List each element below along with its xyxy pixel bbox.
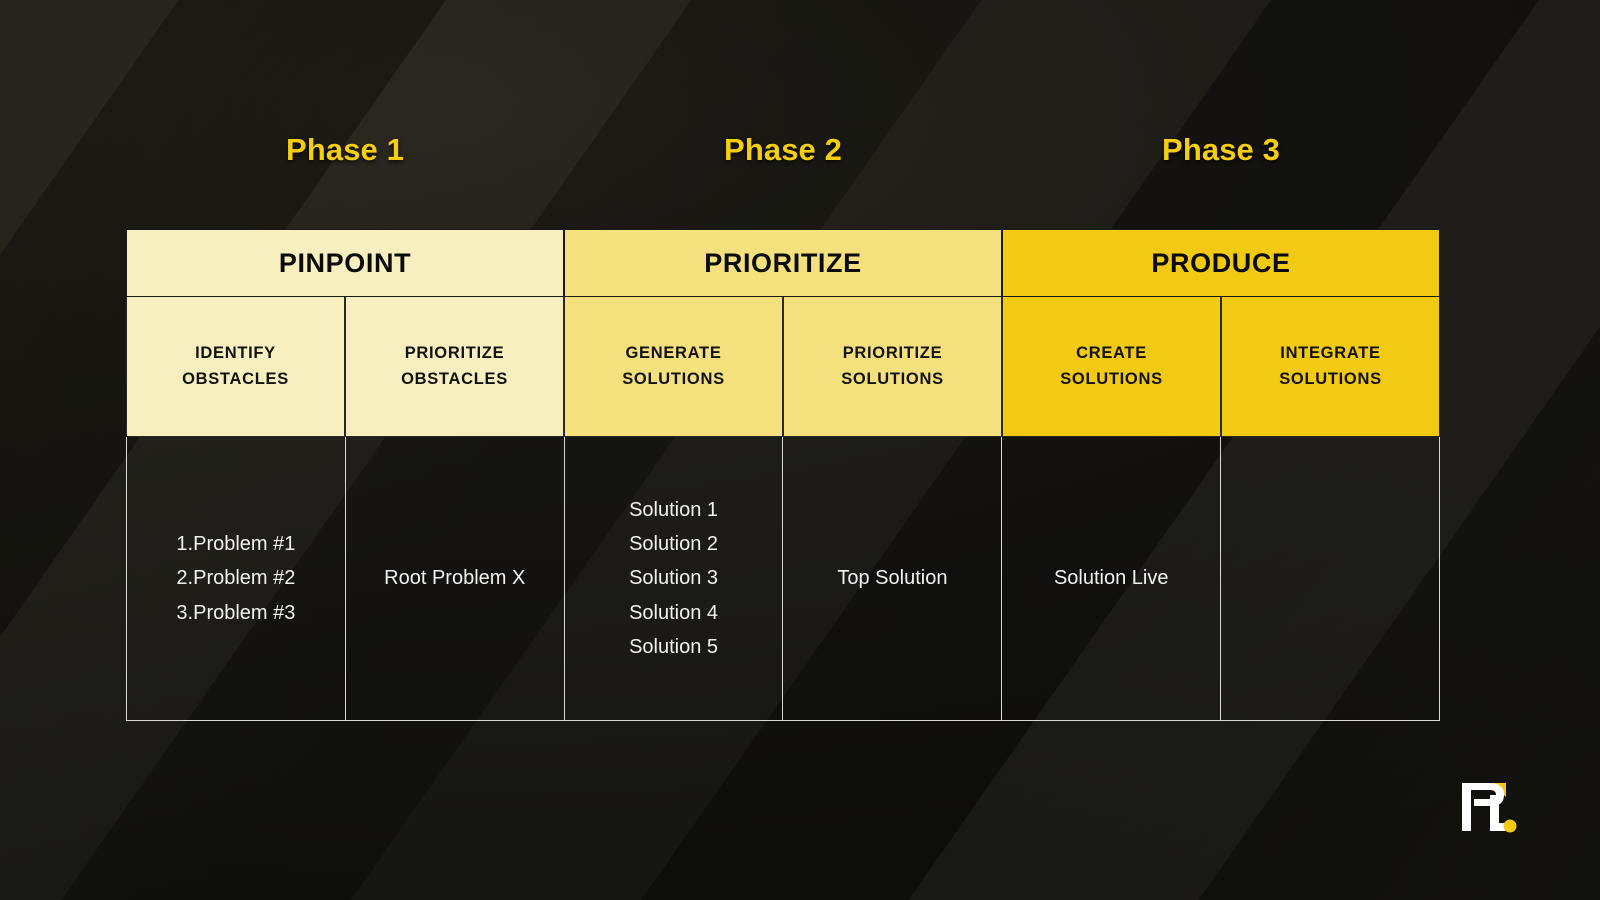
sub-header-line-1: IDENTIFY	[195, 343, 276, 362]
solution-live-label: Solution Live	[1053, 567, 1169, 590]
list-item-number: 3.	[176, 601, 194, 624]
logo-dot-accent	[1503, 819, 1517, 833]
sub-header-line-2: OBSTACLES	[182, 369, 289, 388]
logo-letter-l	[1490, 795, 1514, 831]
cell-identify-obstacles: 1.Problem #1 2.Problem #2 3.Problem #3	[126, 437, 346, 721]
sub-header-row: IDENTIFY OBSTACLES PRIORITIZE OBSTACLES …	[126, 297, 1440, 437]
cell-generate-solutions: Solution 1 Solution 2 Solution 3 Solutio…	[564, 437, 784, 721]
list-item: 1.Problem #1	[176, 527, 295, 561]
sub-header-line-2: SOLUTIONS	[622, 369, 725, 388]
phase-label-2: Phase 2	[724, 132, 842, 167]
body-row: 1.Problem #1 2.Problem #2 3.Problem #3 R…	[126, 437, 1440, 721]
sub-header-prioritize-obstacles: PRIORITIZE OBSTACLES	[345, 297, 564, 437]
cell-integrate-solutions	[1221, 437, 1440, 721]
problem-list: 1.Problem #1 2.Problem #2 3.Problem #3	[176, 527, 295, 630]
solution-list: Solution 1 Solution 2 Solution 3 Solutio…	[629, 493, 718, 665]
list-item-number: 2.	[176, 567, 194, 590]
sub-header-generate-solutions: GENERATE SOLUTIONS	[564, 297, 783, 437]
cell-prioritize-solutions: Top Solution	[783, 437, 1003, 721]
band-header-produce: PRODUCE	[1002, 229, 1440, 297]
sub-header-line-2: OBSTACLES	[401, 369, 508, 388]
list-item-label: Problem #3	[193, 601, 296, 624]
band-header-prioritize: PRIORITIZE	[564, 229, 1002, 297]
cell-prioritize-obstacles: Root Problem X	[345, 437, 565, 721]
list-item: Solution 3	[629, 567, 719, 590]
top-solution-label: Top Solution	[837, 567, 948, 590]
list-item: Solution 2	[629, 532, 719, 555]
cell-create-solutions: Solution Live	[1002, 437, 1222, 721]
logo-letter-p	[1462, 783, 1504, 831]
list-item: Solution 1	[629, 498, 719, 521]
root-problem-label: Root Problem X	[384, 567, 526, 590]
sub-header-prioritize-solutions: PRIORITIZE SOLUTIONS	[783, 297, 1002, 437]
band-header-pinpoint: PINPOINT	[126, 229, 564, 297]
pl-monogram-logo	[1452, 775, 1518, 835]
list-item: Solution 4	[629, 601, 719, 624]
sub-header-line-1: PRIORITIZE	[842, 343, 943, 362]
phase-label-3: Phase 3	[1162, 132, 1280, 167]
phase-label-1: Phase 1	[286, 132, 404, 167]
sub-header-integrate-solutions: INTEGRATE SOLUTIONS	[1221, 297, 1440, 437]
list-item-label: Problem #2	[193, 567, 296, 590]
sub-header-identify-obstacles: IDENTIFY OBSTACLES	[126, 297, 345, 437]
list-item: 2.Problem #2	[176, 561, 295, 595]
list-item-label: Problem #1	[193, 532, 296, 555]
phase-framework-table: PINPOINT PRIORITIZE PRODUCE IDENTIFY OBS…	[126, 229, 1440, 721]
sub-header-line-1: PRIORITIZE	[404, 343, 505, 362]
phase-label-row: Phase 1 Phase 2 Phase 3	[126, 124, 1440, 176]
sub-header-line-2: SOLUTIONS	[841, 369, 944, 388]
sub-header-line-2: SOLUTIONS	[1060, 369, 1163, 388]
list-item: 3.Problem #3	[176, 596, 295, 630]
sub-header-create-solutions: CREATE SOLUTIONS	[1002, 297, 1221, 437]
list-item: Solution 5	[629, 636, 719, 659]
sub-header-line-1: GENERATE	[625, 343, 722, 362]
list-item-number: 1.	[176, 532, 194, 555]
sub-header-line-2: SOLUTIONS	[1279, 369, 1382, 388]
sub-header-line-1: CREATE	[1076, 343, 1147, 362]
sub-header-line-1: INTEGRATE	[1280, 343, 1381, 362]
band-header-row: PINPOINT PRIORITIZE PRODUCE	[126, 229, 1440, 297]
